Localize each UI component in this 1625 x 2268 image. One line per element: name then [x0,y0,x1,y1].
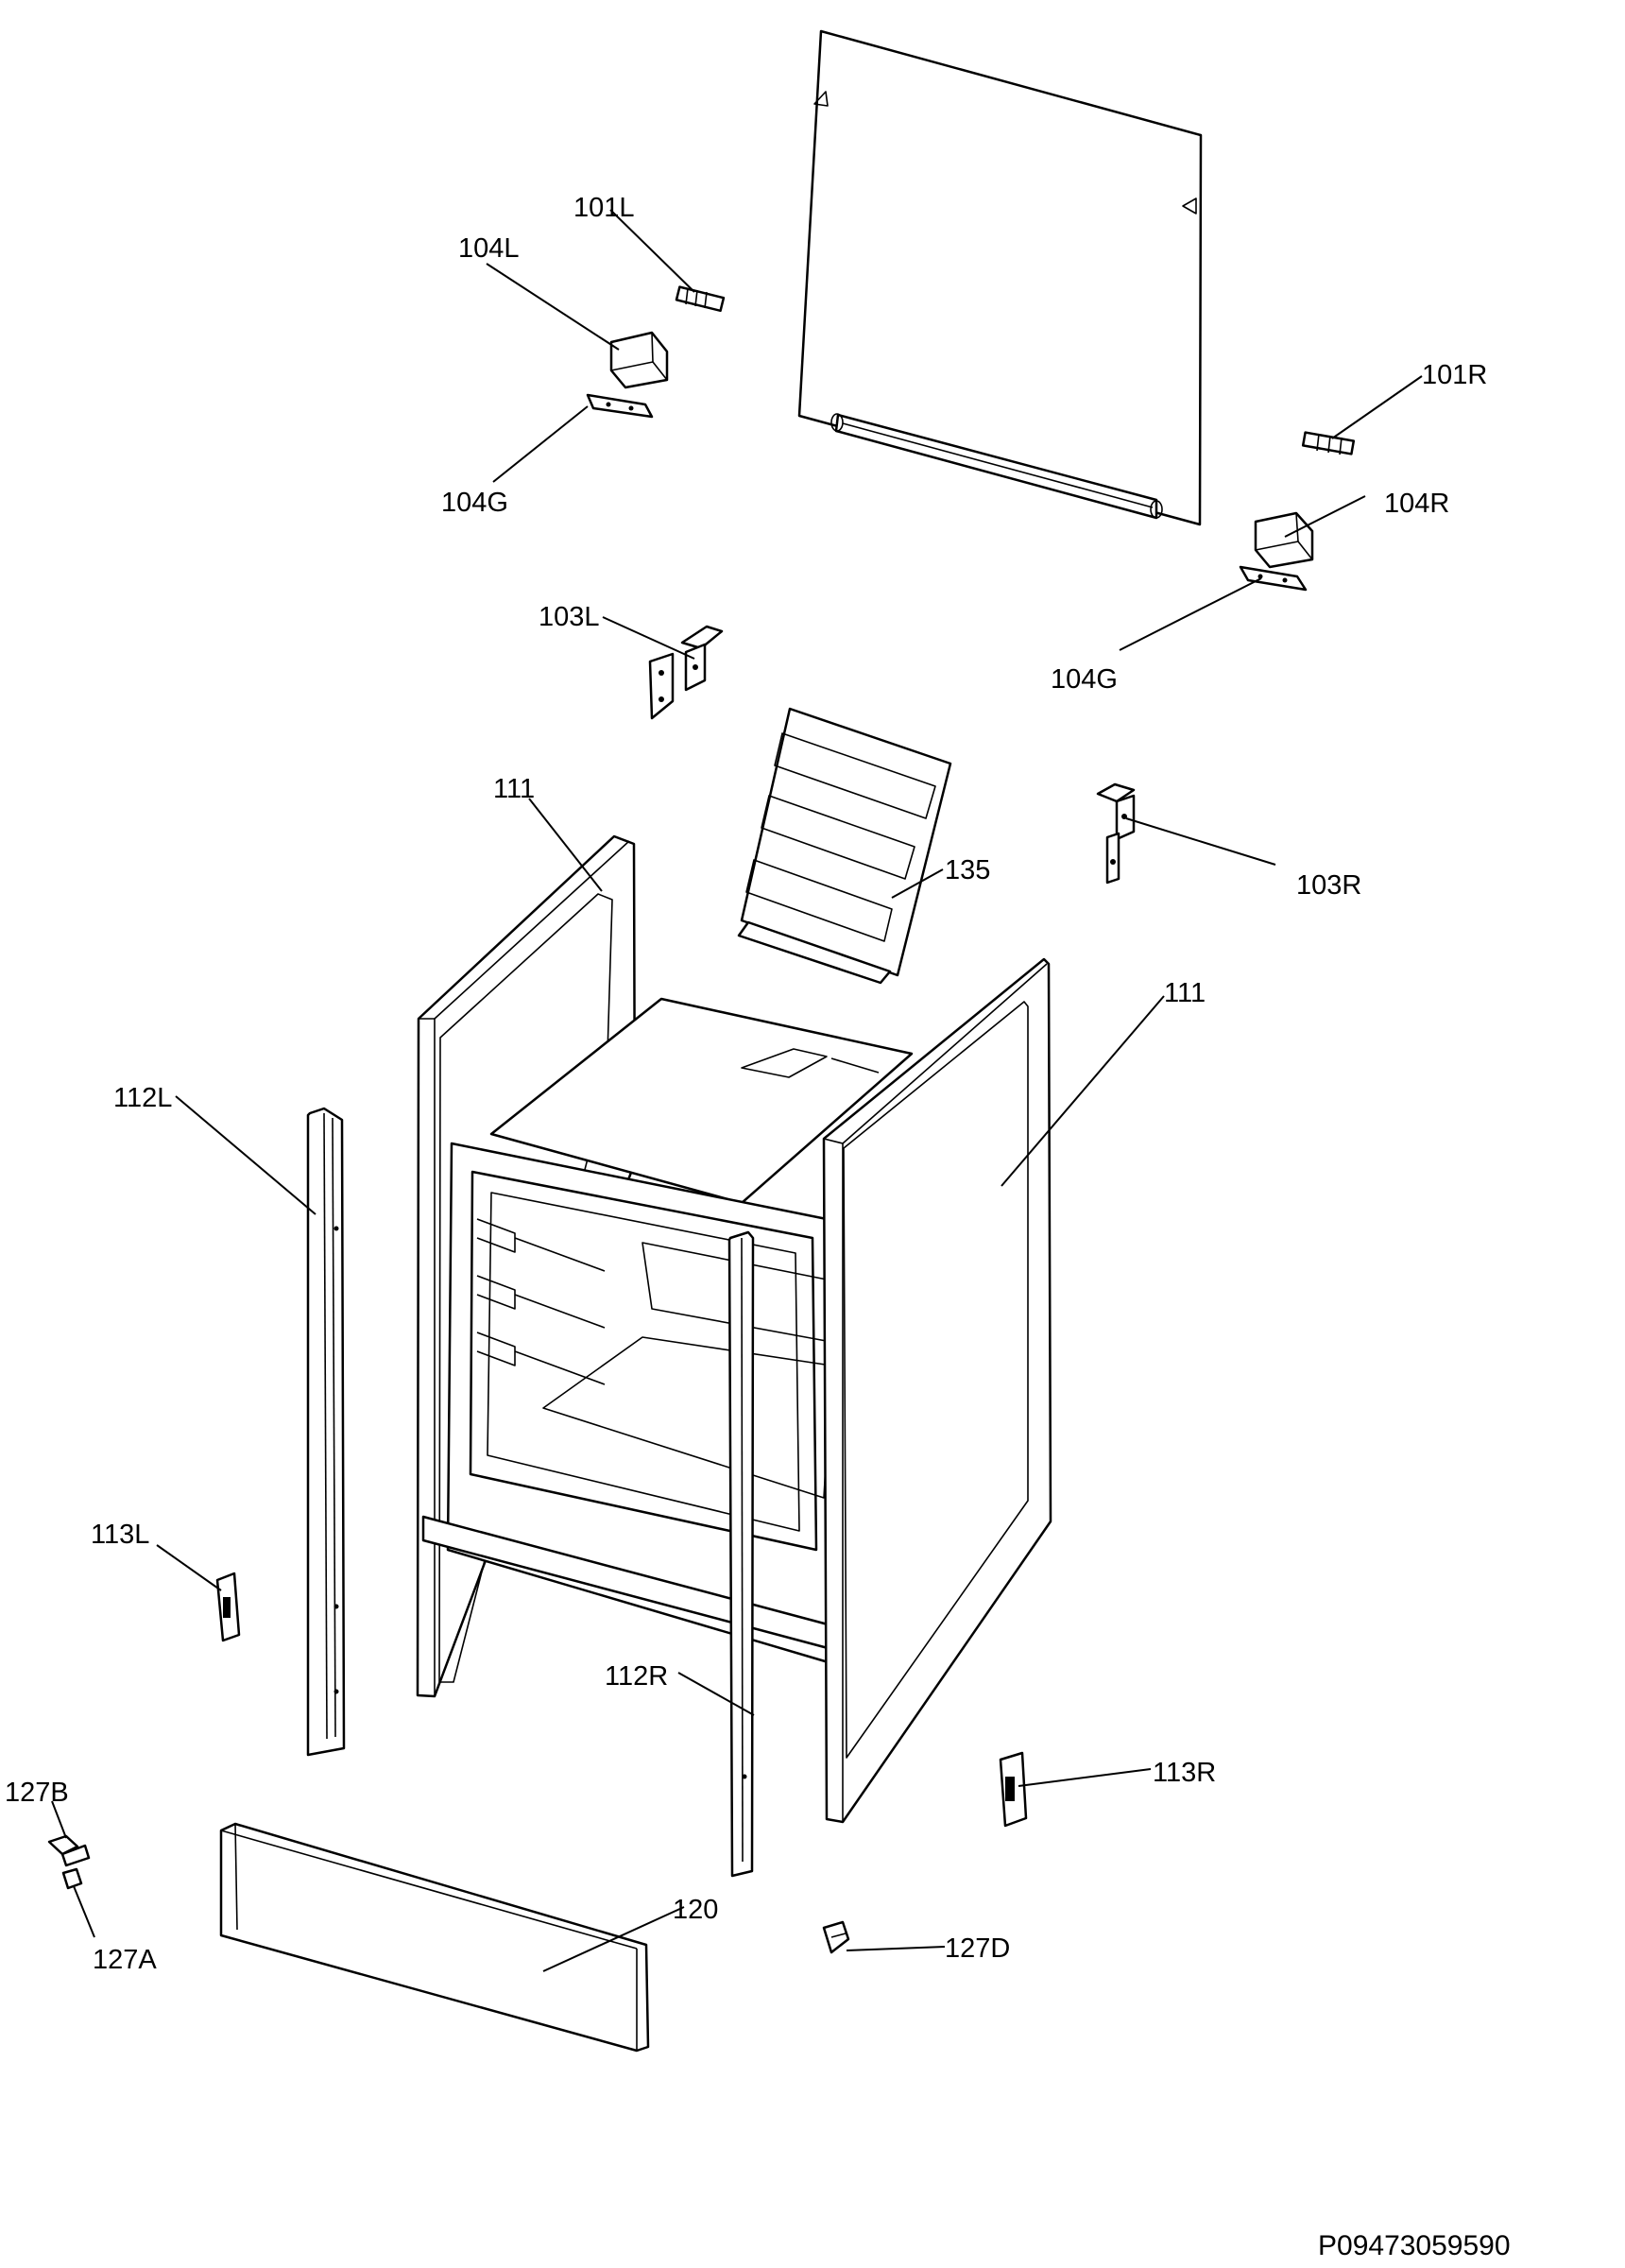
label-103L: 103L [539,602,600,632]
label-113L: 113L [91,1520,149,1550]
label-113R: 113R [1153,1758,1216,1788]
label-127A: 127A [93,1945,157,1975]
label-104R: 104R [1384,489,1449,519]
label-104L: 104L [458,233,520,264]
label-135: 135 [945,855,990,885]
pin-101R [1301,431,1356,455]
rack-135 [737,707,952,985]
bracket-103L [648,625,724,720]
label-103R: 103R [1296,870,1361,901]
clip-127B [47,1834,91,1867]
label-112R: 112R [605,1661,668,1692]
label-111-right: 111 [1164,978,1206,1008]
clip-127A [61,1867,83,1890]
latch-113L [215,1572,241,1642]
label-111-left: 111 [493,774,535,804]
strip-112R [727,1230,755,1878]
plate-104G-left [586,393,654,419]
hinge-104R [1254,511,1314,569]
label-127B: 127B [5,1778,69,1808]
part-labels: 101L 104L 104G 101R 104R 104G 103L 103R … [5,193,1487,1975]
hinge-104L [609,331,669,389]
reference-code: P09473059590 [1318,2230,1511,2261]
label-112L: 112L [113,1083,172,1113]
label-127D: 127D [945,1933,1010,1964]
label-104G-right: 104G [1051,664,1118,695]
label-101R: 101R [1422,360,1487,390]
strip-112L [306,1107,346,1757]
plinth-120 [219,1822,650,2053]
side-frame-right-111 [822,957,1052,1824]
label-104G-left: 104G [441,488,508,518]
top-panel [797,29,1203,526]
pin-101L [675,285,726,313]
label-101L: 101L [573,193,635,223]
bracket-103R [1096,782,1136,885]
clip-127D [822,1920,850,1954]
label-120: 120 [673,1895,718,1925]
plate-104G-right [1239,565,1308,592]
leader-lines [51,209,1423,1972]
latch-113R [999,1751,1028,1828]
